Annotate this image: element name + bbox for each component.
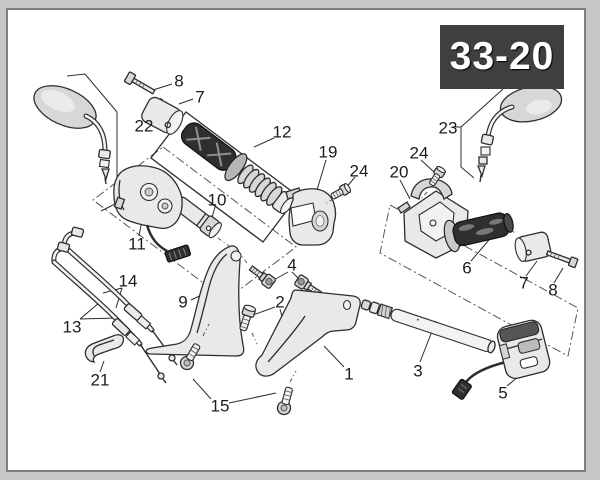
callout-label-12: 12 (272, 122, 292, 142)
handlebar-riser (255, 289, 361, 377)
cable-clamp (84, 334, 125, 364)
callout-label-3: 3 (413, 361, 423, 381)
callout-label-14: 14 (118, 271, 138, 291)
left-mirror (33, 85, 111, 185)
bar-end-bolt-left (123, 71, 156, 95)
bar-end-bolt-right (545, 250, 579, 269)
throttle-sleeve (173, 196, 222, 239)
clamp-holder (285, 187, 337, 246)
handlebar-cover-bracket (145, 245, 245, 357)
callout-label-13: 13 (62, 317, 82, 337)
grip-assembly-box (150, 111, 299, 243)
callout-label-9: 9 (178, 292, 188, 312)
callout-label-5: 5 (498, 383, 508, 403)
right-mirror (477, 85, 563, 183)
screw-15a (179, 343, 201, 371)
callout-label-8-left: 8 (174, 71, 184, 91)
callout-label-7-left: 7 (195, 87, 205, 107)
callout-label-15: 15 (210, 396, 230, 416)
left-switch-assembly (113, 165, 192, 263)
callout-label-7-right: 7 (519, 273, 529, 293)
screw-24-left (330, 183, 352, 200)
bolt-4a (248, 265, 277, 289)
right-switch-assembly (451, 319, 551, 400)
screw-2a (239, 304, 257, 332)
right-grip (443, 212, 514, 253)
callout-label-21: 21 (90, 370, 110, 390)
callout-label-11: 11 (128, 234, 146, 254)
callout-label-23: 23 (438, 118, 458, 138)
bar-end-weight-right (514, 231, 552, 263)
callout-label-8-right: 8 (548, 280, 558, 300)
callout-label-20: 20 (389, 162, 409, 182)
callout-label-24-left: 24 (349, 161, 369, 181)
callout-label-24-right: 24 (409, 143, 429, 163)
screw-15b (276, 386, 293, 416)
callout-label-10: 10 (207, 190, 227, 210)
callout-label-2: 2 (275, 292, 285, 312)
callout-label-22: 22 (134, 116, 154, 136)
callout-label-19: 19 (318, 142, 338, 162)
callout-label-4: 4 (287, 255, 297, 275)
throttle-cables (51, 226, 178, 384)
screw-24-right (429, 165, 447, 187)
bar-end-weight-left (141, 96, 184, 135)
callout-label-6: 6 (462, 258, 472, 278)
handlebar-tube (360, 299, 496, 354)
callout-label-1: 1 (344, 364, 354, 384)
page-code-badge: 33-20 (440, 25, 564, 89)
right-group-centerline-box (379, 204, 579, 357)
